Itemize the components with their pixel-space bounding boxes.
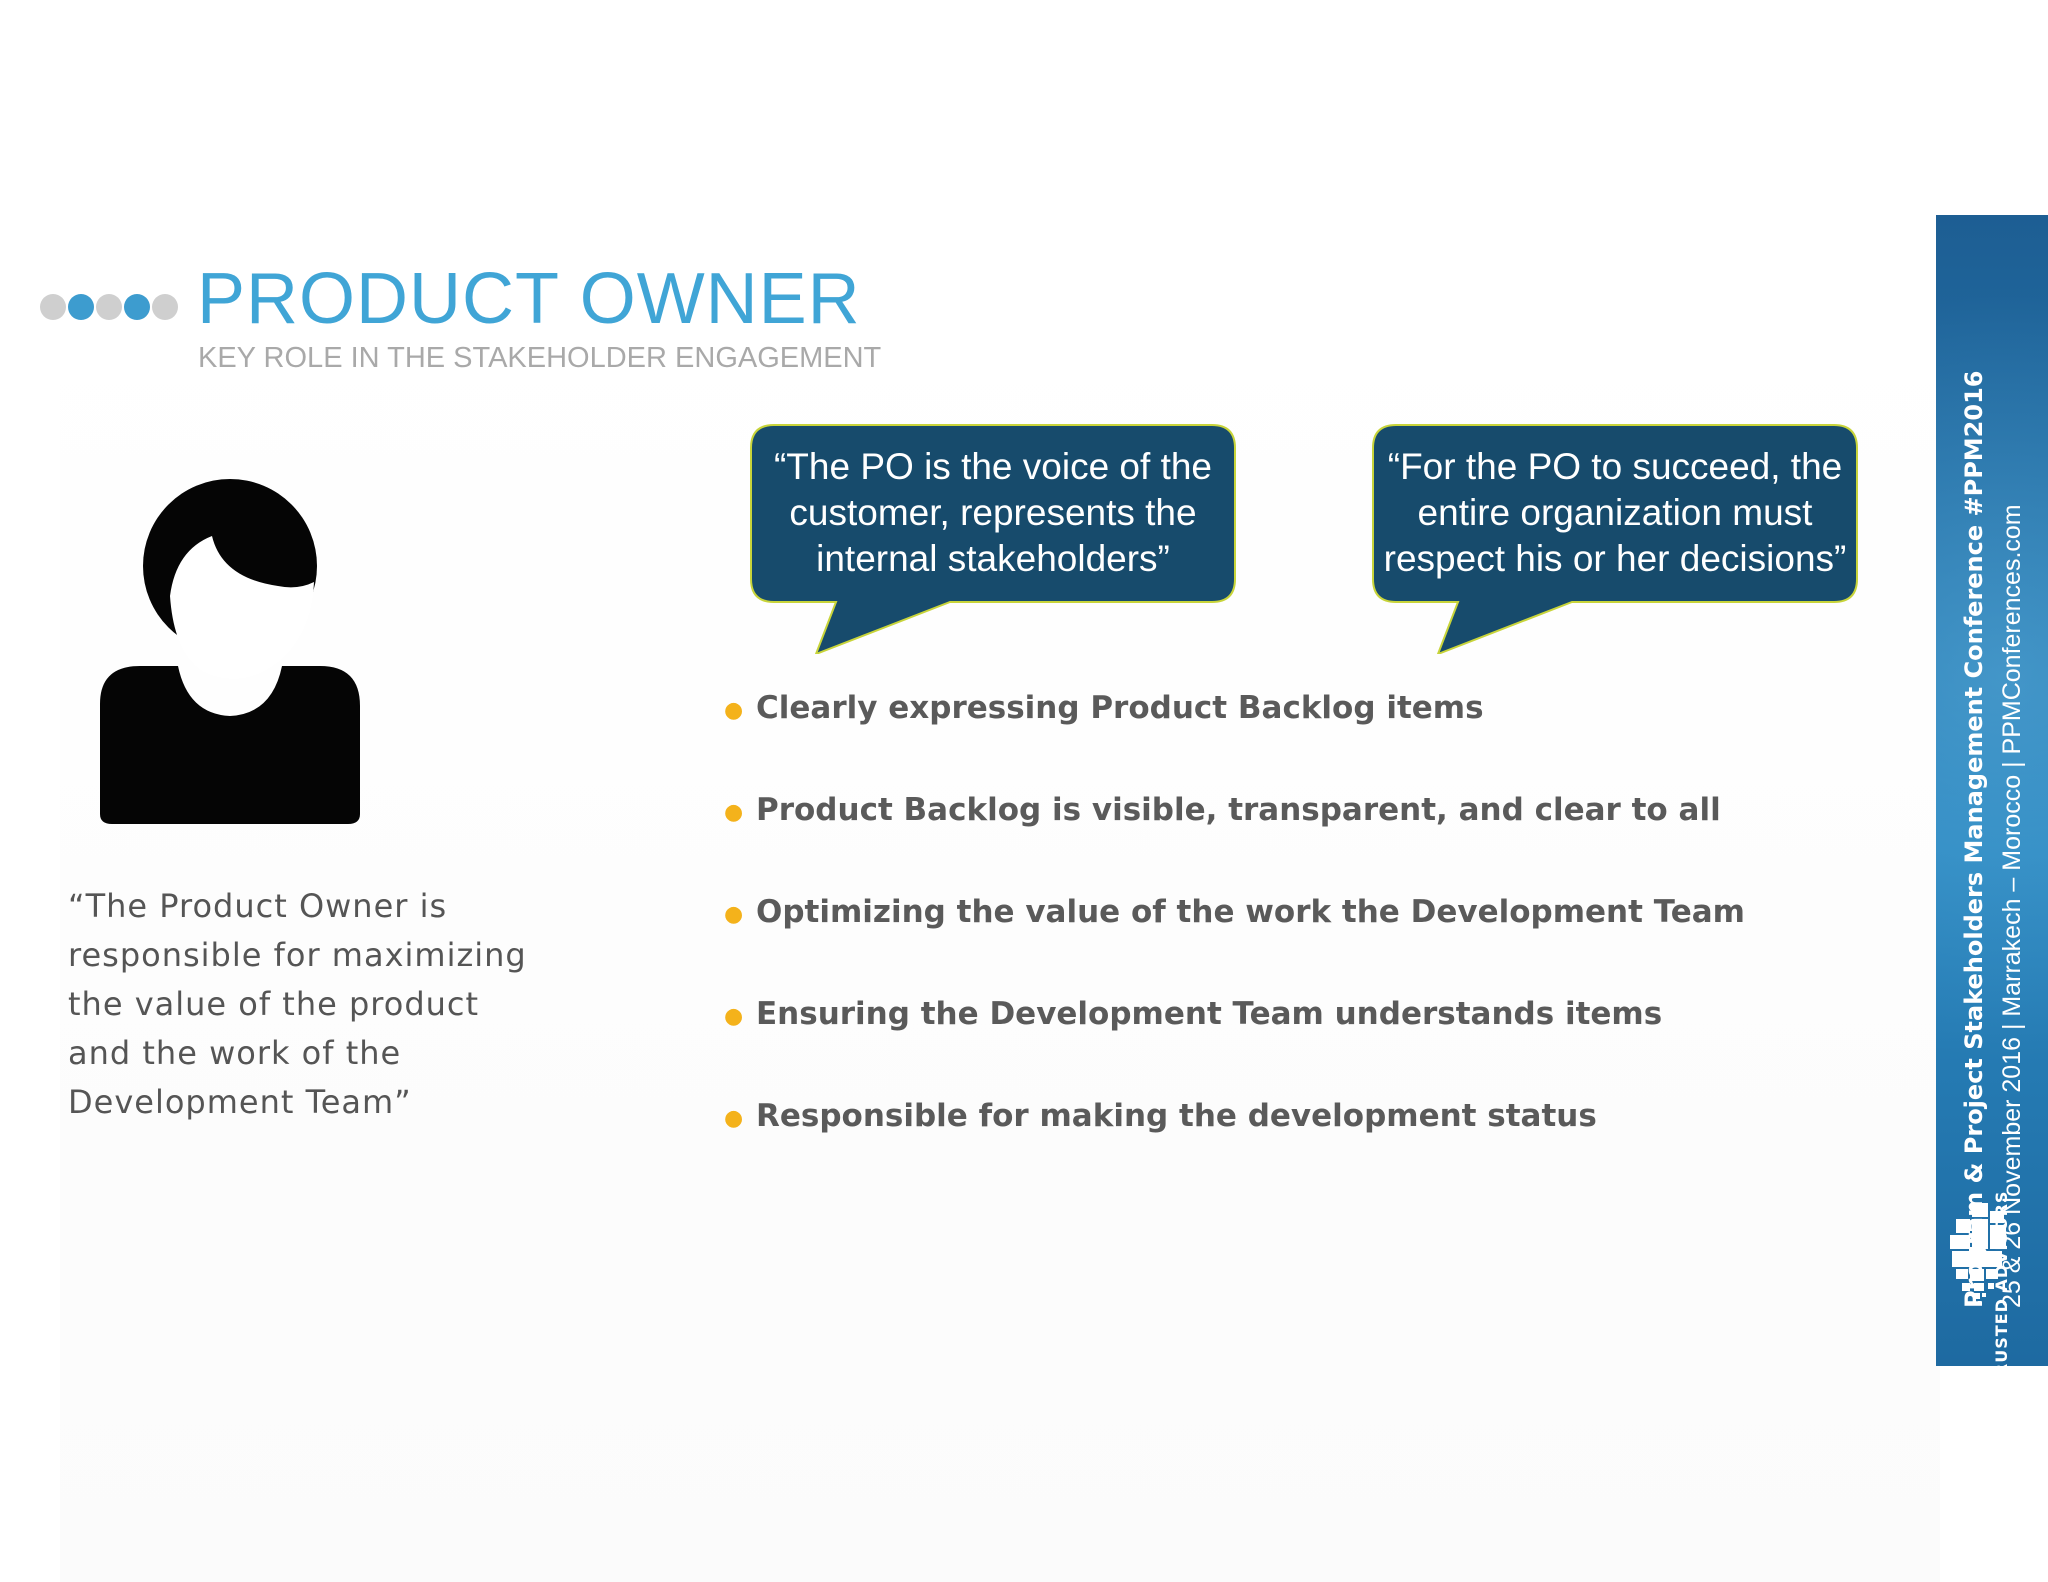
conference-details: 25 & 26 November 2016 | Marrakech – Moro… [1998,504,2026,1308]
list-item-text: Optimizing the value of the work the Dev… [756,894,1745,930]
list-item: ● Optimizing the value of the work the D… [724,894,1745,996]
speech-bubble: “The PO is the voice of the customer, re… [750,424,1236,654]
trusted-advisors-logo [1950,1203,2006,1304]
progress-dot [152,294,178,320]
bullet-icon: ● [724,800,744,825]
bubble-line: “For the PO to succeed, the [1387,446,1843,487]
progress-dot [96,294,122,320]
list-item-text: Clearly expressing Product Backlog items [756,690,1484,726]
bullet-icon: ● [724,1004,744,1029]
bubble-line: “The PO is the voice of the [773,446,1213,487]
bubble-line: internal stakeholders” [816,538,1170,579]
speech-bubble-shape [1372,424,1858,654]
bullet-icon: ● [724,902,744,927]
list-item: ● Clearly expressing Product Backlog ite… [724,690,1745,792]
quote-line: responsible for maximizing [68,936,527,974]
list-item: ● Ensuring the Development Team understa… [724,996,1745,1098]
list-item: ● Responsible for making the development… [724,1098,1745,1200]
progress-dot [68,294,94,320]
list-item-text: Responsible for making the development s… [756,1098,1597,1134]
conference-sidebar: Program & Project Stakeholders Managemen… [1936,215,2048,1366]
bullet-icon: ● [724,698,744,723]
bubble-line: entire organization must [1417,492,1813,533]
bubble-line: respect his or her decisions” [1383,538,1847,579]
list-item: ● Product Backlog is visible, transparen… [724,792,1745,894]
quote-line: Development Team” [68,1083,412,1121]
list-item-text: Ensuring the Development Team understand… [756,996,1663,1032]
quote-line: “The Product Owner is [68,887,448,925]
responsibility-list: ● Clearly expressing Product Backlog ite… [724,690,1745,1200]
bubble-line: customer, represents the [789,492,1197,533]
progress-dot [40,294,66,320]
speech-bubble-shape [750,424,1236,654]
conference-name: Program & Project Stakeholders Managemen… [1960,370,1988,1308]
speech-bubble: “For the PO to succeed, the entire organ… [1372,424,1858,654]
progress-dots [40,294,180,320]
bullet-icon: ● [724,1106,744,1131]
list-item-text: Product Backlog is visible, transparent,… [756,792,1721,828]
progress-dot [124,294,150,320]
quote-line: and the work of the [68,1034,402,1072]
person-icon [100,479,360,824]
slide-title: PRODUCT OWNER [197,259,861,339]
slide-subtitle: KEY ROLE IN THE STAKEHOLDER ENGAGEMENT [198,342,882,374]
product-owner-quote: “The Product Owner is responsible for ma… [68,882,528,1127]
quote-line: the value of the product [68,985,480,1023]
sidebar-text: Program & Project Stakeholders Managemen… [1936,215,2048,1366]
